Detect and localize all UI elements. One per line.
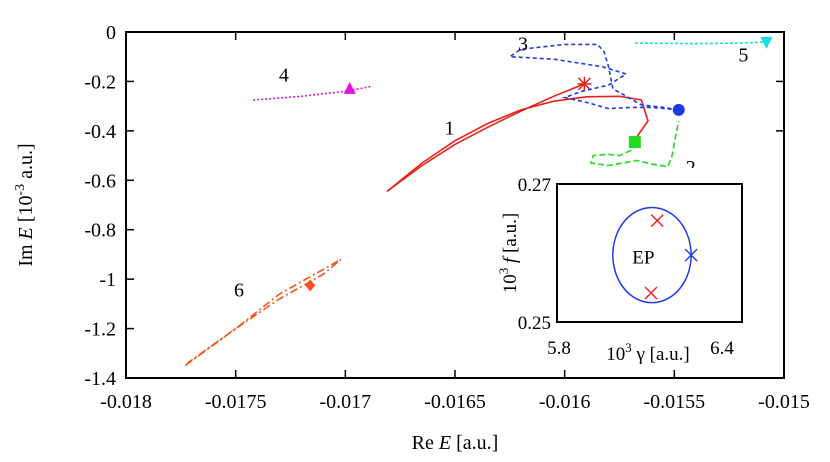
- y-tick-label: -1: [99, 269, 116, 291]
- inset-chart: 0.27 0.25 5.8 6.4 103 γ [a.u.] 103 f [a.u.] EP: [496, 168, 783, 368]
- series-label: 3: [518, 34, 528, 56]
- series-line: [253, 85, 372, 101]
- inset-red-cross: [650, 214, 664, 228]
- series-6: 6: [184, 258, 342, 367]
- series-line: [634, 41, 767, 45]
- series-line: [589, 120, 680, 168]
- x-tick-label: -0.0155: [643, 391, 705, 413]
- series-marker: [672, 103, 685, 116]
- inset-x-tick-label: 6.4: [710, 338, 734, 359]
- x-tick-label: -0.015: [758, 391, 810, 413]
- series-3: 3: [507, 34, 685, 116]
- y-tick-label: -0.2: [84, 71, 116, 93]
- series-line: [507, 43, 679, 111]
- x-tick-label: -0.017: [319, 391, 371, 413]
- inset-ep-label: EP: [632, 247, 654, 268]
- series-label: 5: [738, 45, 748, 67]
- x-tick-label: -0.0165: [424, 391, 486, 413]
- y-tick-label: -0.6: [84, 170, 116, 192]
- inset-background: [500, 168, 783, 368]
- series-marker: [760, 36, 773, 49]
- y-tick-label: -0.8: [84, 220, 116, 242]
- y-tick-label: -1.2: [84, 319, 116, 341]
- y-tick-label: 0: [106, 22, 116, 44]
- series-label: 1: [445, 118, 455, 140]
- series-label: 4: [279, 64, 289, 86]
- inset-x-axis-label: 103 γ [a.u.]: [606, 340, 689, 365]
- x-tick-label: -0.016: [539, 391, 591, 413]
- x-tick-label: -0.0175: [205, 391, 267, 413]
- x-axis-label: Re E [a.u.]: [412, 432, 499, 454]
- series-4: 4: [253, 64, 372, 101]
- y-tick-label: -1.4: [84, 368, 116, 390]
- x-tick-label: -0.018: [100, 391, 152, 413]
- inset-y-axis-label: 103 f [a.u.]: [496, 213, 521, 293]
- series-marker: [628, 135, 641, 148]
- main-chart: -0.018-0.0175-0.017-0.0165-0.016-0.0155-…: [13, 22, 810, 454]
- series-line: [184, 258, 342, 367]
- inset-frame: [556, 183, 743, 323]
- series-marker: [343, 81, 356, 94]
- series-line-branch: [386, 83, 585, 193]
- inset-y-tick-label: 0.27: [518, 175, 551, 196]
- inset-blue-cross: [684, 248, 698, 262]
- inset-x-tick-label: 5.8: [547, 338, 571, 359]
- y-axis-label: Im E [10-3 a.u.]: [13, 143, 37, 266]
- series-5: 5: [634, 36, 773, 67]
- inset-red-cross: [644, 286, 658, 300]
- series-marker: [577, 76, 592, 91]
- y-tick-label: -0.4: [84, 121, 116, 143]
- series-marker: [305, 279, 316, 292]
- inset-y-tick-label: 0.25: [518, 313, 551, 334]
- series-label: 6: [234, 279, 244, 301]
